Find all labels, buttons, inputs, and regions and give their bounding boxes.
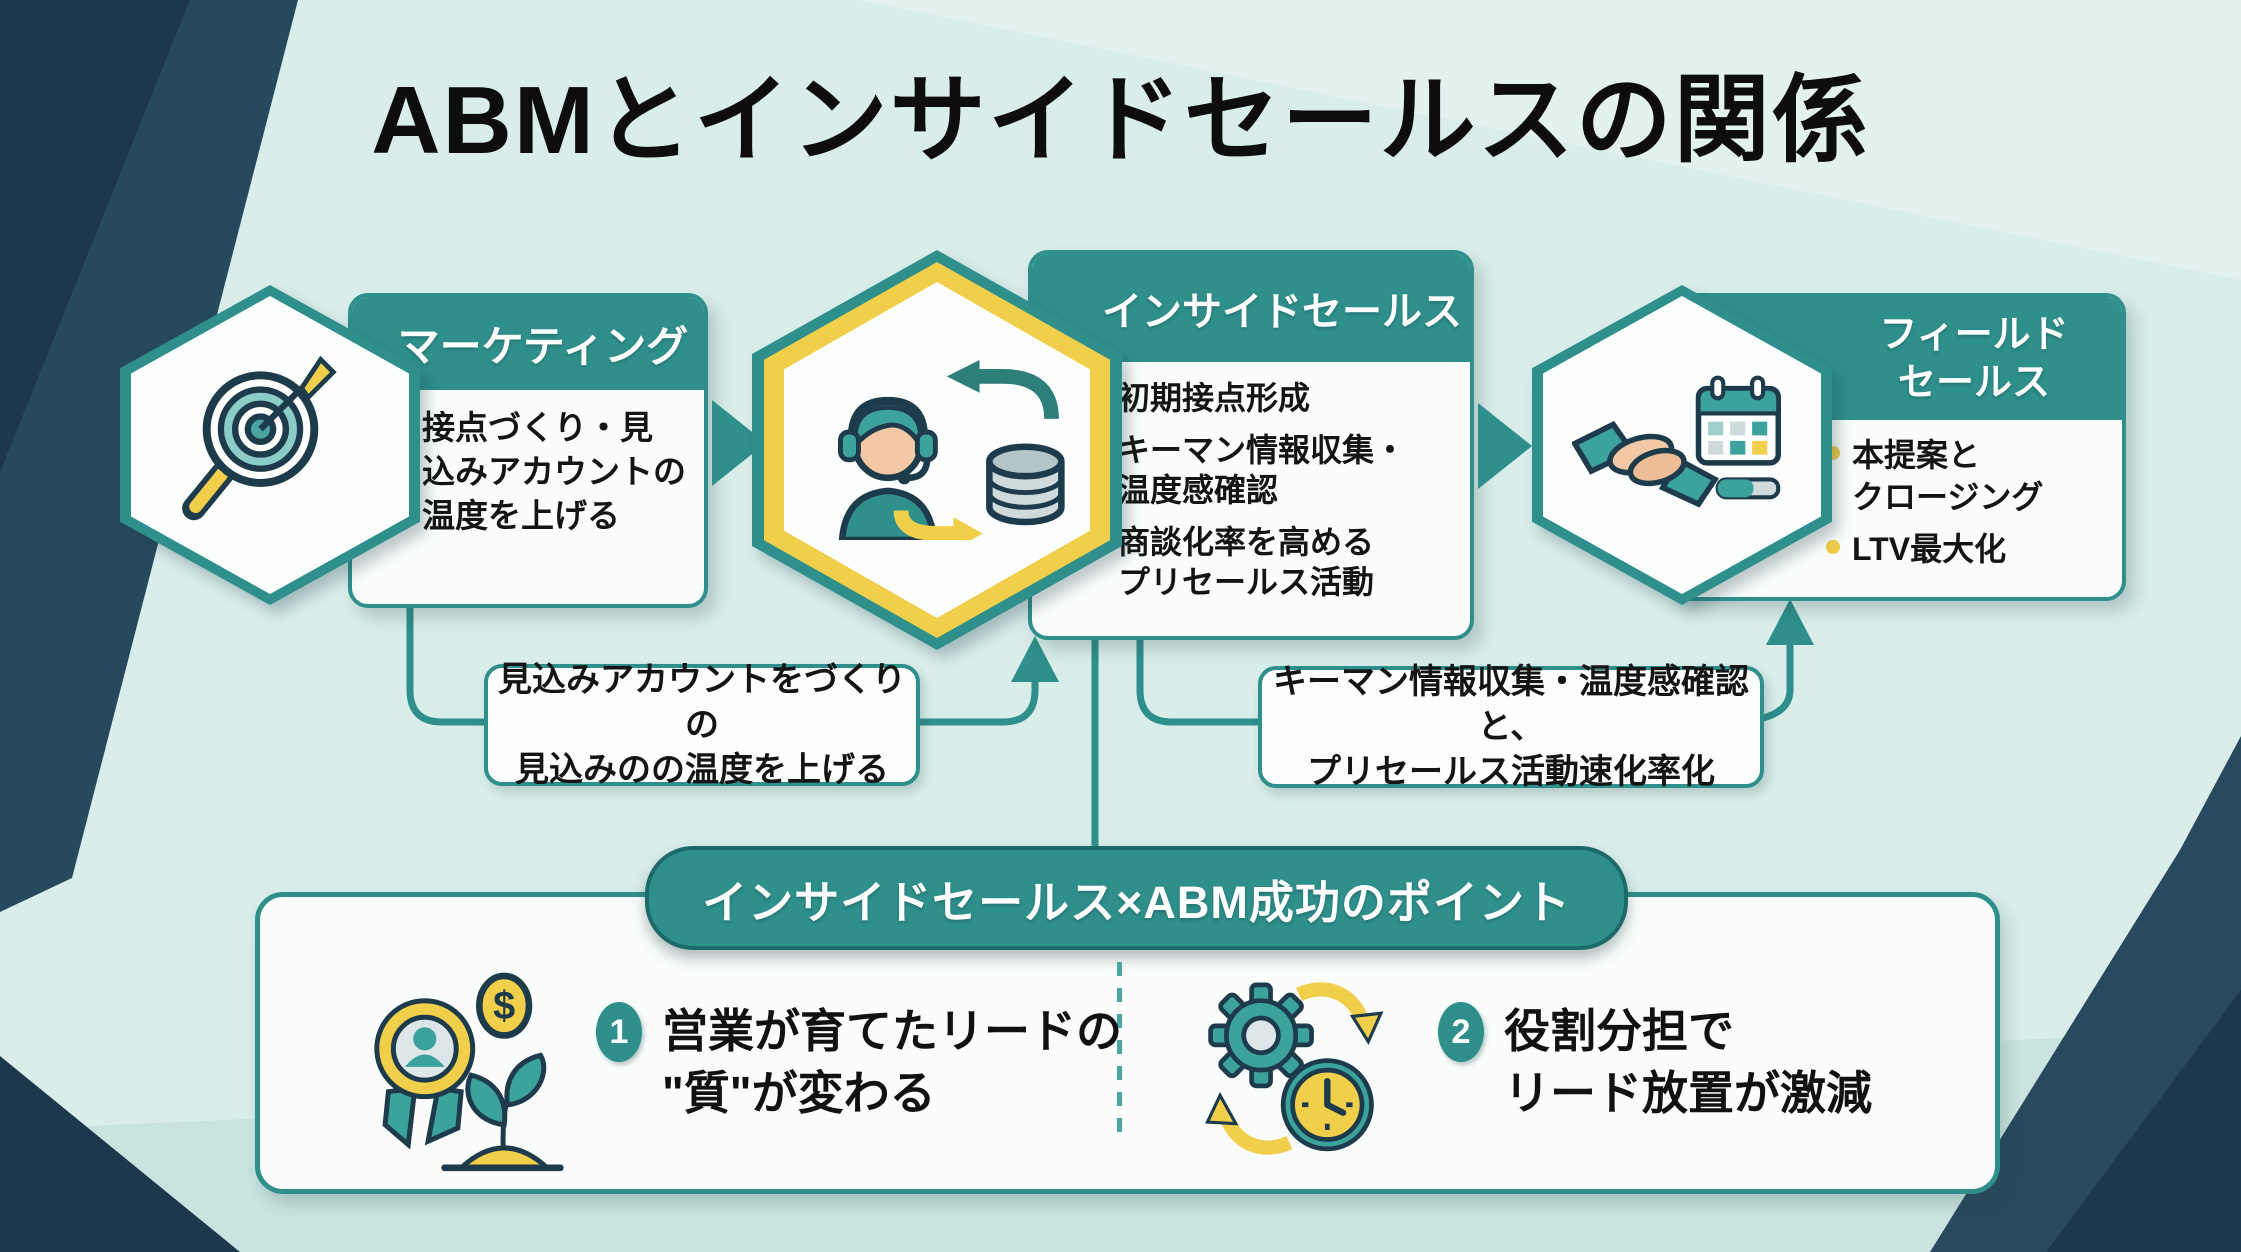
bullet-line: 温度を上げる [422,497,620,534]
bullet-line: クロージング [1852,479,2044,515]
list-item: キーマン情報収集・ 温度感確認 [1092,430,1456,510]
hexagon-inside-sales [752,250,1122,650]
list-item: LTV最大化 [1826,528,2108,570]
bullet-line: LTV最大化 [1852,531,2007,567]
arrowhead-up-to-inside-sales [1011,636,1059,682]
card-marketing-header: マーケティング [352,297,704,390]
hexagon-field-sales [1532,285,1832,605]
card-inside-sales: インサイドセールス 初期接点形成 キーマン情報収集・ 温度感確認 商談化率を高め… [1028,250,1474,640]
card-field-sales-title-line: フィールド [1879,313,2069,356]
bullet-line: 初期接点形成 [1118,380,1311,416]
bullet-line: 本提案と [1852,437,1981,473]
list-item: 本提案と クロージング [1826,434,2108,518]
point-number-badge: 1 [596,1002,642,1062]
handshake-calendar-icon [1532,285,1832,605]
card-inside-sales-body: 初期接点形成 キーマン情報収集・ 温度感確認 商談化率を高める プリセールス活動 [1032,362,1470,602]
bullet-dot-icon [1826,540,1840,554]
list-item: 商談化率を高める プリセールス活動 [1092,522,1456,602]
gears-clock-icon [1198,966,1403,1176]
bullet-line: プリセールス活動 [1118,564,1375,600]
bullet-line: 温度感確認 [1118,472,1279,508]
bullet-line: 込みアカウントの [422,453,686,490]
bullet-line: キーマン情報収集・ [1118,432,1407,468]
card-marketing-title: マーケティング [397,323,689,370]
bullet-line: 商談化率を高める [1118,524,1375,560]
callout-line: 見込みのの温度を上げる [515,750,889,789]
point-number: 2 [1451,1012,1471,1051]
point-number-badge: 2 [1438,1002,1484,1062]
points-banner: インサイドセールス×ABM成功のポイント [645,846,1628,950]
card-marketing-body: 接点づくり・見 込みアカウントの 温度を上げる [352,390,704,538]
point-line: リード放置が激減 [1504,1067,1872,1119]
card-field-sales-title-line: セールス [1897,361,2050,404]
list-item: 接点づくり・見 込みアカウントの 温度を上げる [396,406,690,538]
target-magnifier-icon [120,285,420,605]
card-inside-sales-header: インサイドセールス [1032,254,1470,362]
point-1-text: 営業が育てたリードの "質"が変わる [662,1000,1122,1124]
points-banner-label: インサイドセールス×ABM成功のポイント [702,876,1571,928]
callout-line: プリセールス活動速化率化 [1307,752,1715,791]
hexagon-marketing [120,285,420,605]
callout-inside-to-field: キーマン情報収集・温度感確認と、 プリセールス活動速化率化 [1258,663,1764,791]
point-line: 営業が育てたリードの [662,1005,1122,1057]
callout-line: キーマン情報収集・温度感確認と、 [1273,662,1749,746]
callout-line: 見込みアカウントをづくりの [498,660,906,744]
award-plant-coin-icon: $ [352,966,567,1186]
points-divider [1117,962,1122,1132]
bullet-line: 接点づくり・見 [422,409,653,446]
list-item: 初期接点形成 [1092,378,1456,418]
point-line: 役割分担で [1504,1005,1734,1057]
card-inside-sales-title: インサイドセールス [1102,290,1462,334]
headset-agent-database-icon [752,250,1122,650]
point-number: 1 [609,1012,629,1051]
callout-marketing-to-inside: 見込みアカウントをづくりの 見込みのの温度を上げる [484,661,920,789]
point-2-text: 役割分担で リード放置が激減 [1504,1000,1872,1124]
page-title: ABMとインサイドセールスの関係 [371,67,1870,174]
point-line: "質"が変わる [662,1067,936,1119]
arrowhead-up-to-field-sales [1766,599,1814,645]
svg-text:$: $ [493,984,515,1028]
